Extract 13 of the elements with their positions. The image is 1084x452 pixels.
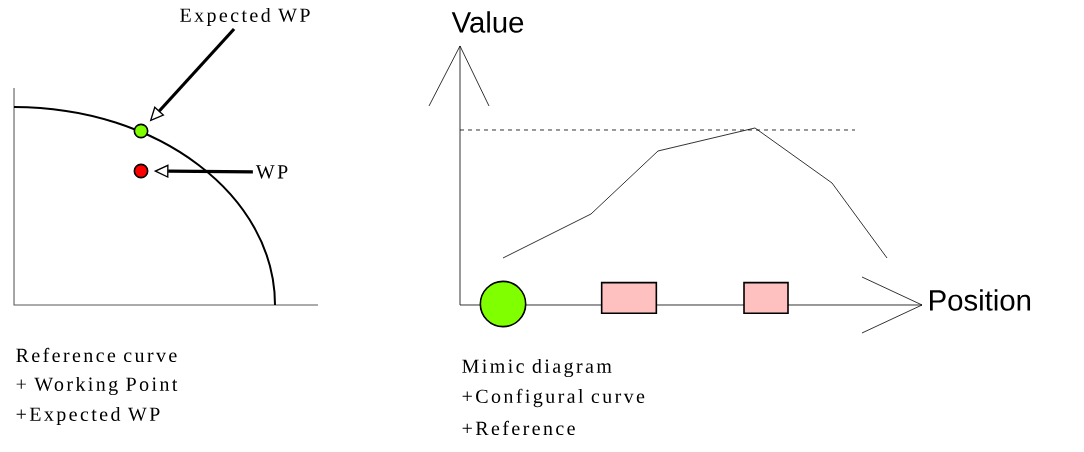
pointer-label: Expected WP	[180, 7, 310, 27]
axis-label: Position	[930, 289, 1031, 311]
caption-line: + Working Point	[16, 376, 178, 396]
axis-label: Value	[451, 11, 524, 33]
marker-box	[600, 281, 658, 315]
caption-line: +Expected WP	[16, 406, 160, 426]
caption-line: Mimic diagram	[462, 358, 612, 378]
marker-box	[743, 281, 789, 315]
caption-line: Reference curve	[16, 347, 177, 363]
caption-line: +Reference	[462, 420, 575, 436]
circle-marker	[479, 280, 527, 328]
caption-line: +Configural curve	[462, 388, 645, 408]
pointer-label: WP	[255, 165, 288, 179]
